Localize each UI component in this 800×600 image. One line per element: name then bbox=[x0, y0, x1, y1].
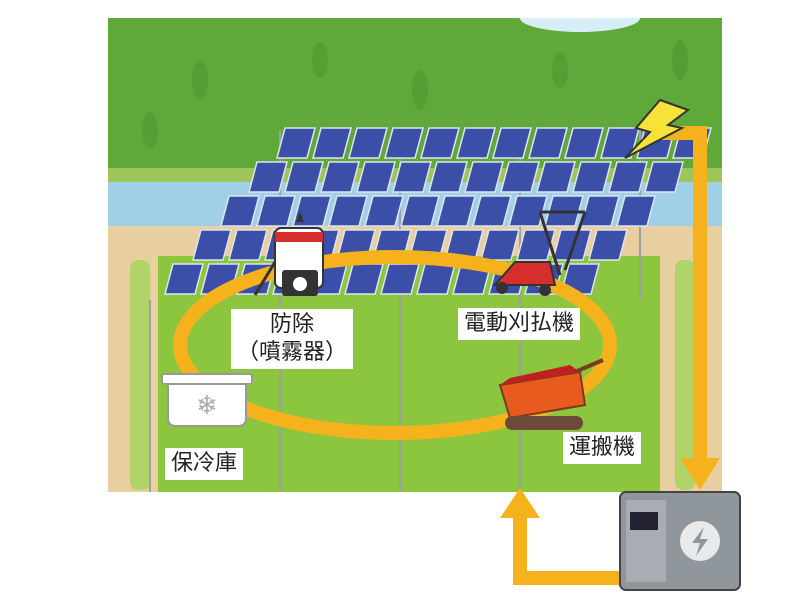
solar-panel bbox=[436, 195, 476, 227]
solar-panel bbox=[192, 229, 232, 261]
lightning-icon bbox=[624, 98, 691, 159]
solar-panel bbox=[552, 229, 592, 261]
solar-panel bbox=[464, 161, 504, 193]
solar-panel bbox=[456, 127, 496, 159]
solar-panel bbox=[228, 229, 268, 261]
solar-panel bbox=[248, 161, 288, 193]
solar-panel bbox=[608, 161, 648, 193]
solar-panel bbox=[384, 127, 424, 159]
supply-arrow bbox=[513, 515, 625, 585]
solar-panel bbox=[492, 127, 532, 159]
solar-panel bbox=[616, 195, 656, 227]
solar-panel bbox=[644, 161, 684, 193]
solar-panel bbox=[392, 161, 432, 193]
cooler-label: 保冷庫 bbox=[165, 448, 244, 480]
snowflake-icon: ❄ bbox=[196, 391, 218, 421]
solar-panel bbox=[480, 229, 520, 261]
sprayer-label: 防除 （噴霧器） bbox=[231, 309, 354, 369]
mower-label: 電動刈払機 bbox=[458, 308, 581, 340]
cooler-icon: ❄ bbox=[161, 373, 253, 427]
solar-panel bbox=[428, 161, 468, 193]
sprayer-icon bbox=[253, 212, 324, 296]
solar-panel bbox=[528, 127, 568, 159]
solar-panel bbox=[508, 195, 548, 227]
battery-unit-icon bbox=[619, 491, 741, 591]
solar-panel bbox=[600, 127, 640, 159]
solar-panel bbox=[220, 195, 260, 227]
solar-panel bbox=[564, 127, 604, 159]
solar-panel bbox=[400, 195, 440, 227]
solar-panel bbox=[572, 161, 612, 193]
solar-panel bbox=[328, 195, 368, 227]
solar-panel bbox=[256, 195, 296, 227]
sprayer-label-line2: （噴霧器） bbox=[237, 340, 348, 365]
solar-panel bbox=[588, 229, 628, 261]
carrier-label: 運搬機 bbox=[563, 432, 642, 464]
supply-arrowhead bbox=[500, 488, 540, 518]
solar-panel bbox=[320, 161, 360, 193]
charge-arrowhead bbox=[680, 458, 720, 490]
sprayer-label-line1: 防除 bbox=[270, 312, 315, 337]
solar-panel bbox=[364, 195, 404, 227]
solar-panel bbox=[276, 127, 316, 159]
solar-panel bbox=[536, 161, 576, 193]
solar-panel bbox=[164, 263, 204, 295]
mower-icon bbox=[492, 210, 587, 296]
solar-panel bbox=[472, 195, 512, 227]
solar-panel bbox=[420, 127, 460, 159]
solar-panel bbox=[284, 161, 324, 193]
usage-cycle-loop bbox=[173, 250, 617, 440]
solar-panel bbox=[356, 161, 396, 193]
solar-panel bbox=[348, 127, 388, 159]
solar-panel bbox=[500, 161, 540, 193]
carrier-icon bbox=[498, 358, 604, 430]
solar-panel bbox=[312, 127, 352, 159]
